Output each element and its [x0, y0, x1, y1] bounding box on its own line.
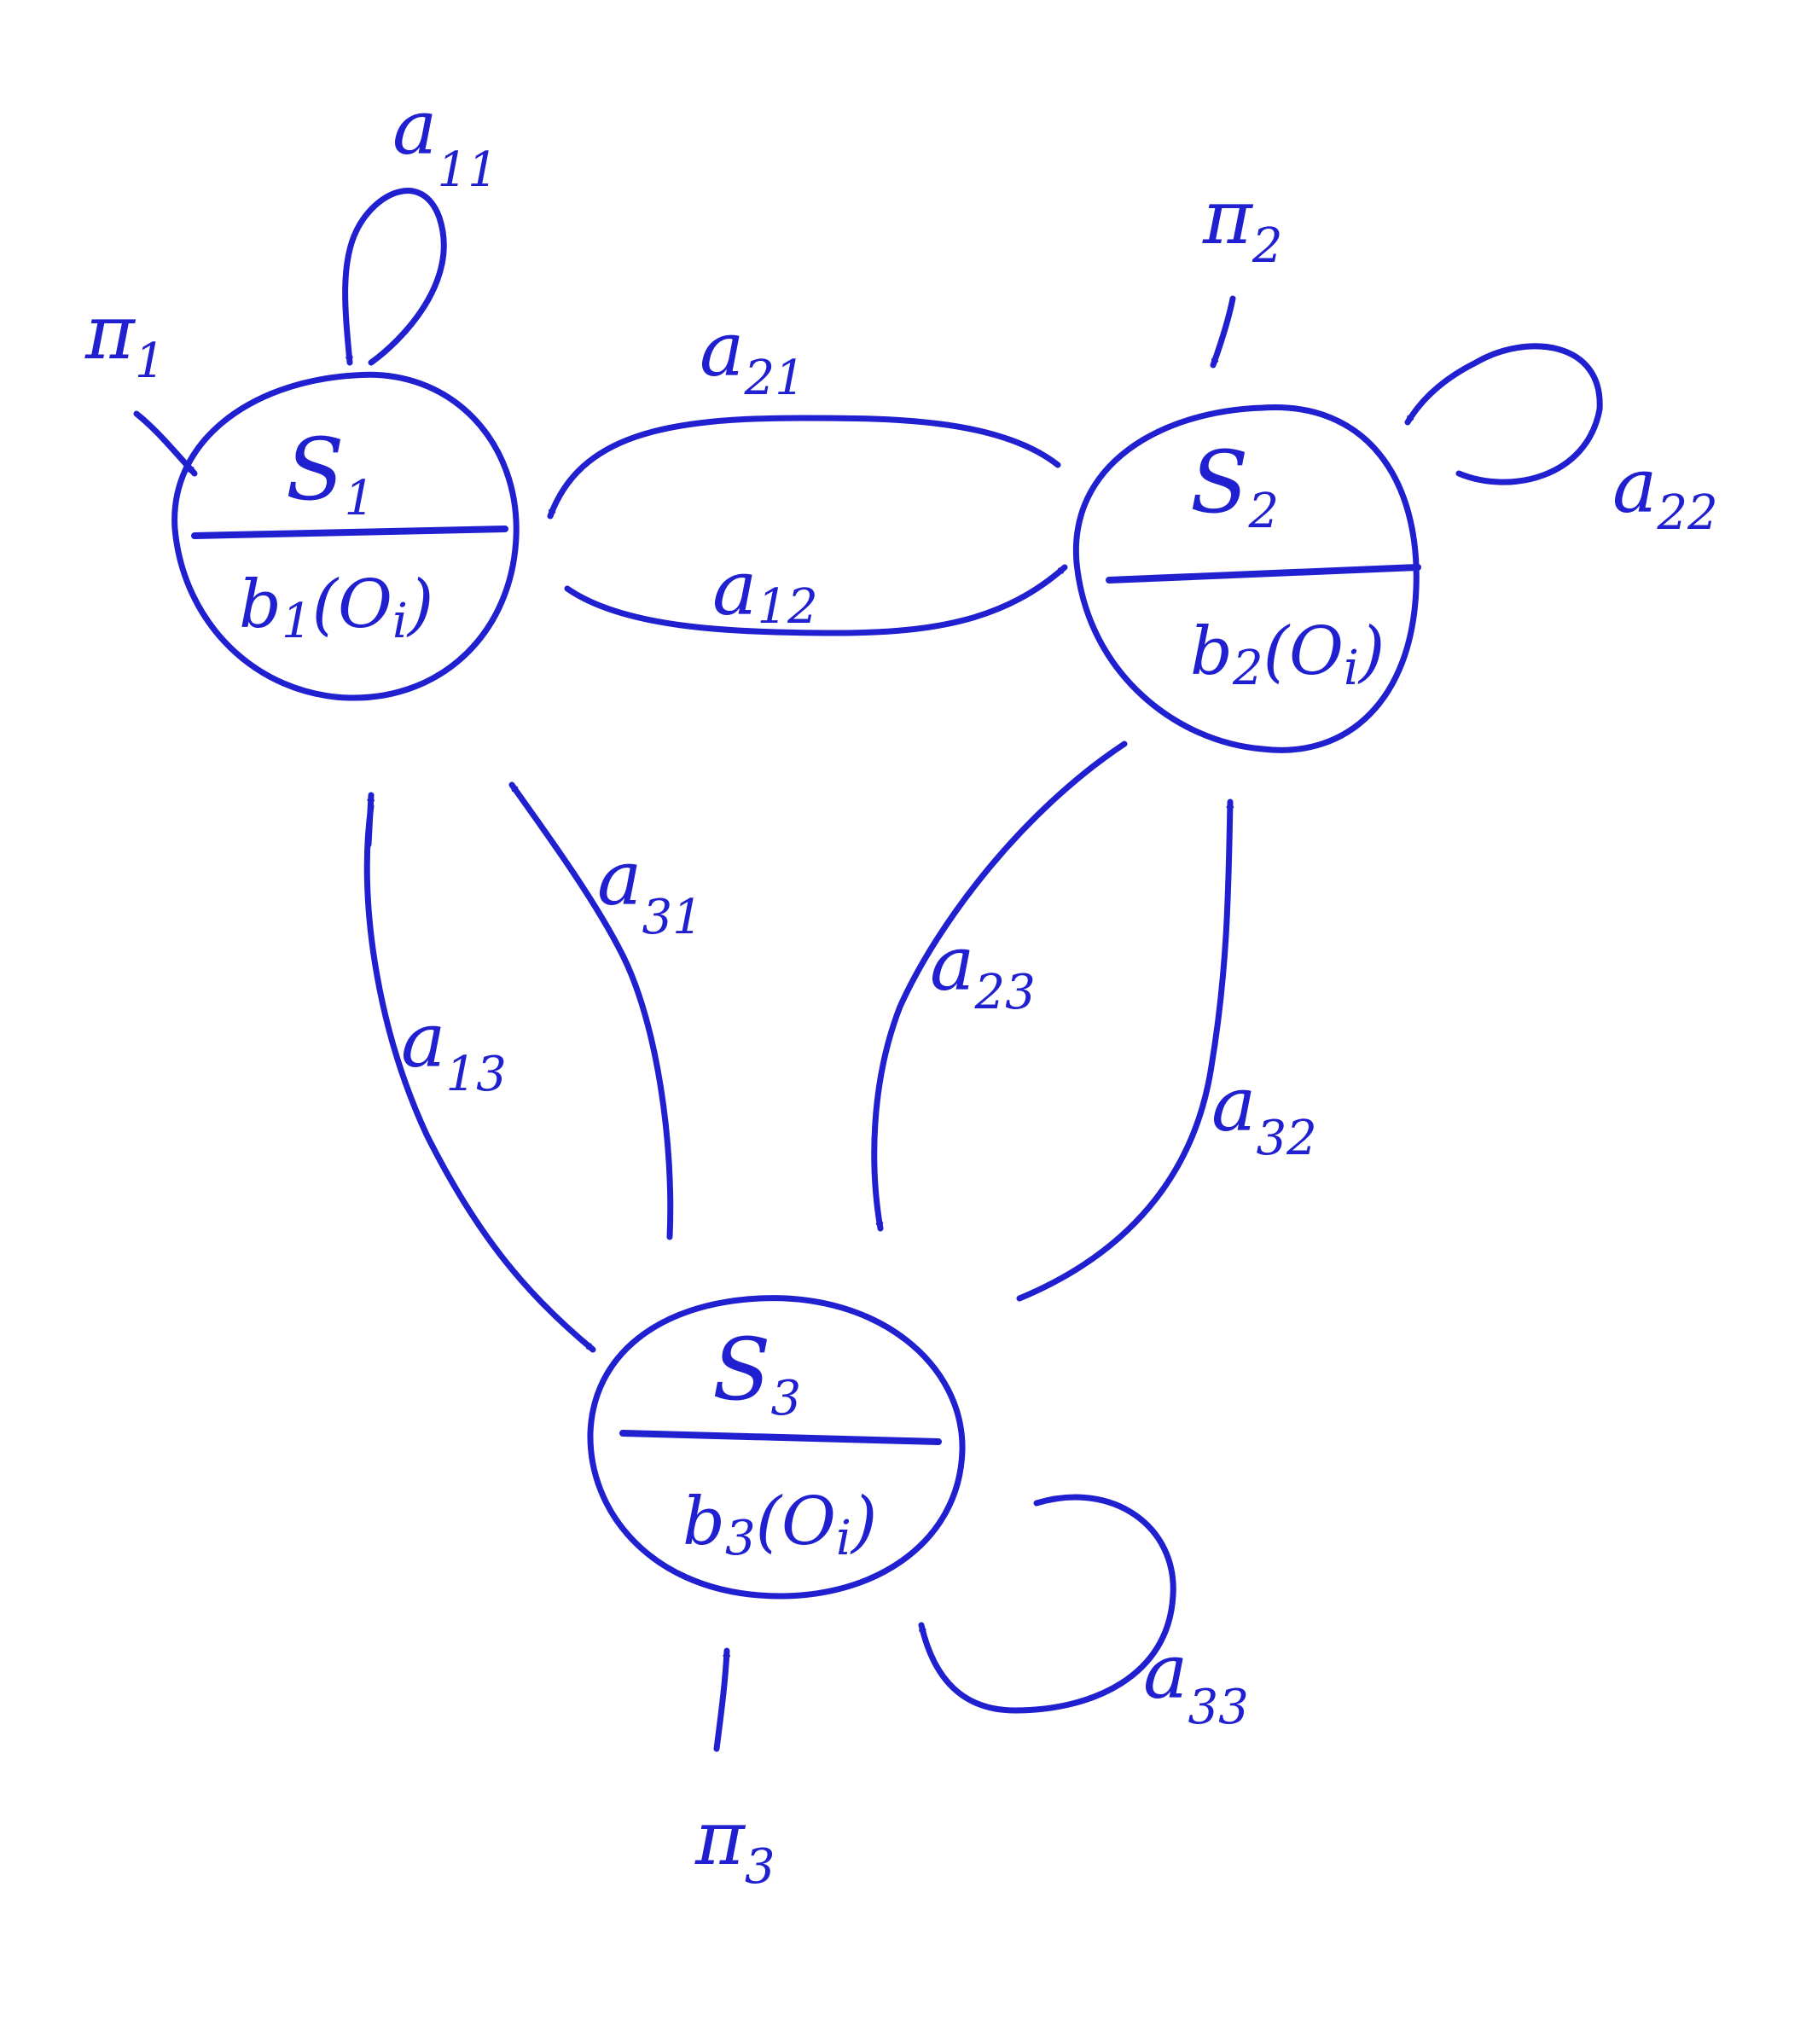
- initial-pi2: π2: [1202, 173, 1282, 369]
- initial-pi1-arrow: [133, 410, 198, 477]
- state-s2-divider: [1106, 564, 1421, 584]
- state-s1-emission-arg-sub: i: [392, 594, 408, 649]
- state-s1-name-sub: 1: [345, 471, 375, 526]
- initial-pi2-sub: 2: [1252, 218, 1283, 274]
- transition-a31: a31: [508, 781, 703, 1240]
- state-s2-emission: b2(Oi): [1190, 613, 1385, 696]
- state-s3-emission: b3(Oi): [682, 1484, 877, 1566]
- transition-a31-sub: 31: [642, 890, 702, 945]
- state-s3-circle: [587, 1295, 966, 1600]
- state-s3-emission-b-sub: 3: [725, 1511, 756, 1566]
- transition-a13-sub: 13: [445, 1047, 506, 1102]
- state-s1-name-text: S: [286, 420, 345, 520]
- transition-a32: a32: [1016, 798, 1317, 1302]
- transition-a33-label: a33: [1143, 1628, 1249, 1735]
- state-s3-emission-arg-sub: i: [836, 1511, 851, 1566]
- transition-a31-arrow: [508, 781, 674, 1240]
- transition-a23-sub: 23: [973, 965, 1035, 1020]
- initial-pi1: π1: [84, 288, 198, 477]
- transition-a11-arrow: [342, 188, 447, 366]
- transition-a21-sub: 21: [743, 351, 804, 406]
- state-s3-name: S3: [712, 1320, 801, 1426]
- transition-a12-arrow: [564, 564, 1068, 636]
- transition-a32-arrow: [1016, 798, 1234, 1302]
- transition-a21-arrow: [547, 415, 1061, 520]
- initial-pi3: π3: [694, 1647, 775, 1895]
- state-s2: S2 b2(Oi): [1072, 404, 1421, 753]
- state-s2-emission-arg: (O: [1263, 613, 1344, 690]
- transition-a33-symbol: a: [1143, 1628, 1188, 1716]
- transition-a23-arrow: [871, 740, 1128, 1232]
- transition-a11: a11: [342, 84, 498, 366]
- state-s2-emission-close: ): [1357, 613, 1385, 690]
- state-s3-name-text: S: [712, 1320, 771, 1420]
- state-s1-emission-arg: (O: [312, 566, 392, 643]
- transition-a31-symbol: a: [597, 834, 642, 922]
- state-s1-circle: [171, 371, 520, 701]
- transition-a23: a23: [871, 740, 1128, 1232]
- state-s3-name-sub: 3: [771, 1371, 802, 1426]
- state-s1-emission-close: ): [406, 566, 433, 643]
- transition-a13-symbol: a: [401, 996, 445, 1084]
- state-s2-emission-b-sub: 2: [1232, 641, 1263, 696]
- transition-a13-start-arrow: [365, 792, 375, 848]
- transition-a21-symbol: a: [700, 305, 744, 393]
- initial-pi3-arrow: [713, 1647, 731, 1752]
- state-s3: S3 b3(Oi): [587, 1295, 966, 1600]
- state-s1: S1 b1(Oi): [171, 371, 520, 701]
- state-s1-emission-b-sub: 1: [282, 594, 312, 649]
- state-s3-emission-close: ): [850, 1484, 877, 1560]
- initial-pi3-symbol: π: [694, 1794, 746, 1882]
- state-s2-name-text: S: [1190, 433, 1249, 532]
- transition-a22-symbol: a: [1612, 442, 1657, 530]
- transition-a11-sub: 11: [437, 142, 497, 198]
- transition-a13-label: a13: [401, 996, 507, 1102]
- transition-a13-start-arrow-head: [365, 792, 375, 848]
- state-s3-emission-b: b: [682, 1484, 725, 1560]
- transition-a23-label: a23: [930, 920, 1036, 1020]
- transition-a11-label: a11: [392, 84, 498, 198]
- transition-a31-label: a31: [597, 834, 703, 945]
- transition-a32-sub: 32: [1256, 1111, 1316, 1166]
- state-s1-emission-b: b: [239, 566, 282, 643]
- initial-pi1-sub: 1: [135, 334, 166, 389]
- transition-a22-sub: 22: [1656, 485, 1717, 541]
- transition-a21: a21: [547, 305, 1061, 520]
- transition-a12-sub: 12: [757, 579, 817, 635]
- transition-a21-label: a21: [700, 305, 805, 406]
- state-s2-name: S2: [1190, 433, 1279, 539]
- state-s3-emission-arg: (O: [756, 1484, 836, 1560]
- state-s1-emission: b1(Oi): [239, 566, 433, 649]
- state-s1-divider: [191, 526, 508, 539]
- state-s2-emission-b: b: [1190, 613, 1233, 690]
- transition-a13-arrow: [363, 803, 596, 1353]
- initial-pi2-label: π2: [1202, 173, 1282, 274]
- transition-a33: a33: [918, 1494, 1249, 1735]
- transition-a12: a12: [564, 544, 1068, 636]
- state-s1-name: S1: [286, 420, 375, 526]
- initial-pi1-symbol: π: [84, 288, 136, 376]
- state-s3-divider: [619, 1430, 942, 1445]
- transition-a11-symbol: a: [392, 84, 437, 171]
- transition-a33-sub: 33: [1188, 1680, 1248, 1735]
- transition-a12-label: a12: [712, 544, 818, 635]
- state-s2-name-sub: 2: [1248, 484, 1280, 539]
- transition-a22-arrow: [1404, 343, 1603, 485]
- state-s2-emission-arg-sub: i: [1344, 641, 1359, 696]
- initial-pi1-label: π1: [84, 288, 165, 389]
- transition-a23-symbol: a: [930, 920, 974, 1007]
- transition-a33-arrow: [918, 1494, 1176, 1714]
- transition-a12-symbol: a: [712, 544, 757, 632]
- initial-pi3-label: π3: [694, 1794, 775, 1895]
- transition-a22: a22: [1404, 343, 1718, 541]
- initial-pi2-symbol: π: [1202, 173, 1254, 261]
- transition-a22-label: a22: [1612, 442, 1718, 541]
- transition-a32-symbol: a: [1211, 1060, 1256, 1148]
- initial-pi3-sub: 3: [745, 1839, 775, 1895]
- initial-pi2-arrow: [1210, 295, 1236, 369]
- transition-a32-label: a32: [1211, 1060, 1317, 1166]
- transition-a13: a13: [363, 803, 596, 1353]
- state-s2-circle: [1072, 404, 1420, 753]
